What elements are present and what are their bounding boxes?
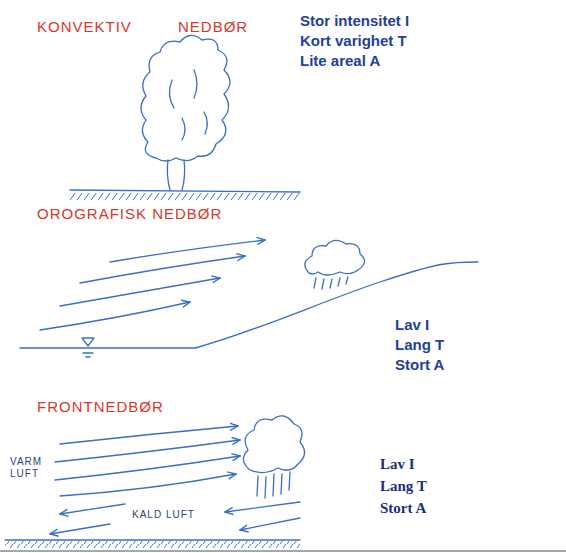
cold-air-arrow [50, 524, 110, 534]
property-note: Lav I [395, 316, 429, 334]
ground-line [70, 190, 300, 192]
air-label: KALD LUFT [132, 509, 195, 521]
warm-air-arrow [60, 474, 236, 496]
orographic-cloud [305, 240, 365, 275]
property-note: Lite areal A [300, 52, 380, 70]
cold-air-arrow [240, 518, 300, 530]
cold-air-arrow [60, 504, 125, 514]
cold-air-arrow [225, 502, 300, 512]
water-line [20, 347, 195, 348]
section-title: FRONTNEDBØR [37, 398, 164, 416]
ground-hatch [5, 541, 300, 548]
ground-hatch [70, 193, 300, 200]
bottom-rule [0, 550, 566, 552]
property-note: Lang T [395, 336, 444, 354]
section-title: OROGRAFISK NEDBØR [37, 205, 222, 223]
property-note: Lav I [380, 455, 415, 473]
property-note: Stor intensitet I [300, 12, 409, 30]
mountain-slope [195, 262, 478, 348]
front-cloud [243, 416, 304, 473]
section-title: KONVEKTIV [37, 18, 132, 36]
warm-air-arrow [55, 440, 240, 462]
property-note: Stort A [380, 499, 426, 517]
air-label: VARM LUFT [10, 456, 50, 480]
cloud-stem [167, 160, 184, 190]
wind-arrow [80, 256, 245, 283]
ground-line [5, 539, 300, 540]
section-title: NEDBØR [178, 18, 248, 36]
property-note: Stort A [395, 356, 444, 374]
property-note: Kort varighet T [300, 32, 407, 50]
warm-air-arrow [60, 426, 238, 444]
property-note: Lang T [380, 477, 427, 495]
water-symbol [82, 338, 94, 357]
convective-cloud [141, 35, 230, 161]
rain [257, 472, 290, 498]
cloud-detail [169, 70, 207, 140]
wind-arrow [110, 240, 265, 262]
warm-air-arrow [55, 456, 240, 480]
rain [314, 277, 348, 289]
